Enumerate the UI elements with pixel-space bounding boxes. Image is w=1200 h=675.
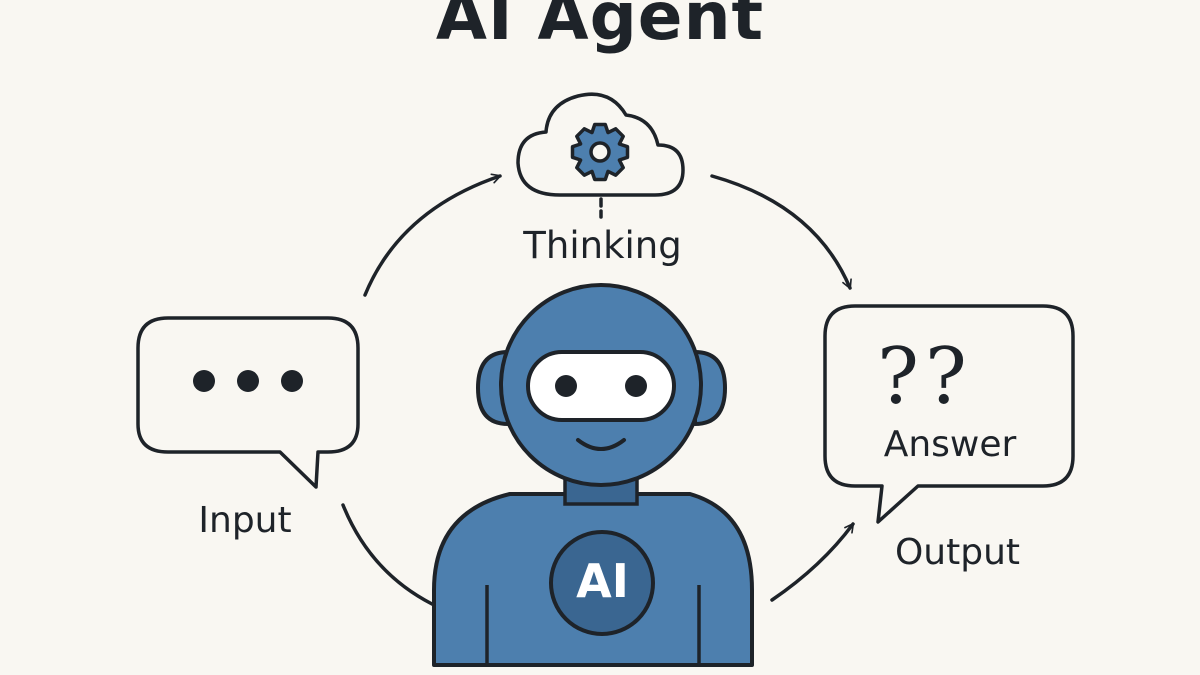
input-label: Input xyxy=(198,500,292,541)
arrow-input-to-thinking xyxy=(363,173,502,297)
output-label: Output xyxy=(894,532,1021,573)
speech-bubble-dots-icon xyxy=(136,316,360,489)
robot-icon xyxy=(432,283,754,667)
speech-bubble-icon xyxy=(823,304,1075,524)
robot-visor xyxy=(526,350,676,422)
diagram-title: AI Agent xyxy=(435,0,765,55)
cloud-gear-icon xyxy=(516,92,685,219)
robot-ear-right xyxy=(693,350,727,426)
dot-icon xyxy=(193,370,215,392)
ai-badge-text: AI xyxy=(576,554,629,608)
answer-label: Answer xyxy=(883,424,1017,465)
arrow-output-to-agent xyxy=(770,522,855,602)
arrow-thinking-to-output xyxy=(710,174,852,290)
question-marks: ?? xyxy=(877,332,973,422)
arrow-agent-to-input xyxy=(341,503,434,606)
gear-hub xyxy=(589,141,611,163)
dot-icon xyxy=(281,370,303,392)
robot-eye-left xyxy=(555,375,577,397)
dot-icon xyxy=(237,370,259,392)
cloud-icon xyxy=(516,92,685,197)
gear-icon xyxy=(570,122,630,182)
thinking-label: Thinking xyxy=(523,224,682,267)
robot-smile xyxy=(576,438,626,451)
robot-ai-badge xyxy=(549,530,655,636)
robot-eye-right xyxy=(625,375,647,397)
